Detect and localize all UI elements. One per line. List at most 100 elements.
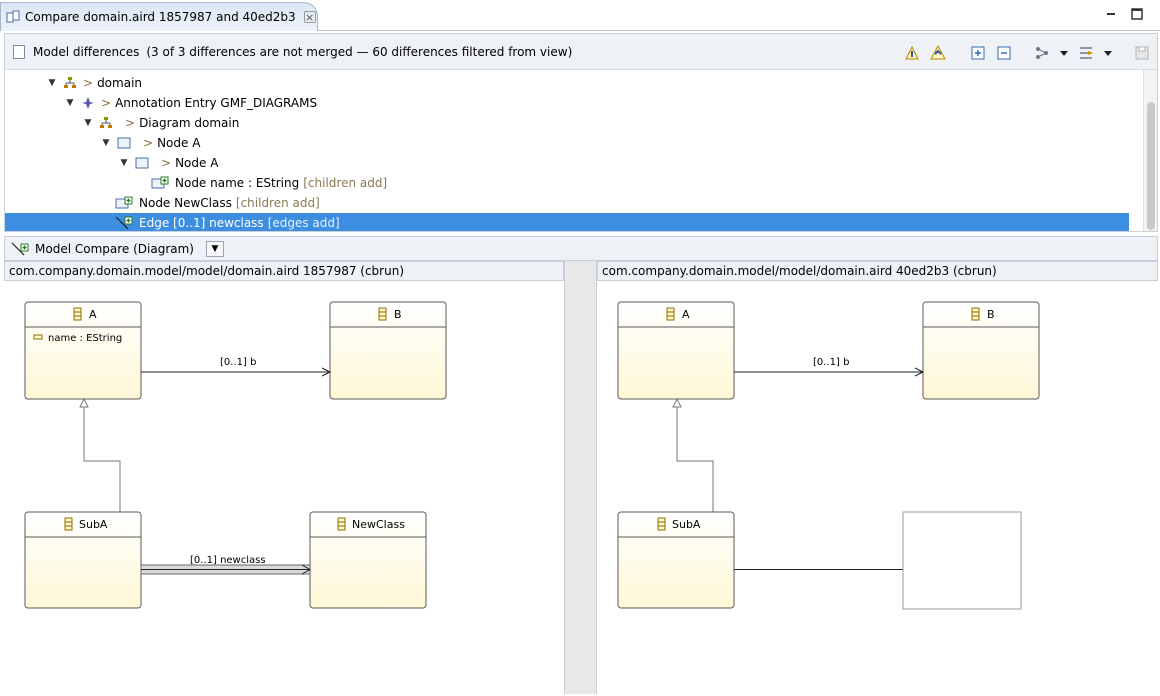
class-icon bbox=[378, 307, 387, 321]
differences-tree[interactable]: ▼ > domain ▼ > Annotation Entry GMF_DIAG… bbox=[4, 69, 1158, 232]
change-marker: > bbox=[101, 96, 112, 110]
class-box-a[interactable]: A name : EString bbox=[24, 301, 142, 400]
editor-tab[interactable]: Compare domain.aird 1857987 and 40ed2b3 … bbox=[0, 2, 318, 31]
class-box-suba[interactable]: SubA bbox=[617, 511, 735, 609]
group-icon[interactable] bbox=[1033, 44, 1051, 62]
diagram-compare-icon bbox=[11, 241, 29, 257]
filter-icon[interactable] bbox=[1077, 44, 1095, 62]
class-box-b[interactable]: B bbox=[329, 301, 447, 400]
diff-kind-label: [edges add] bbox=[267, 216, 340, 230]
class-name-suba: SubA bbox=[79, 518, 108, 531]
class-box-b[interactable]: B bbox=[922, 301, 1040, 400]
tree-scrollbar[interactable] bbox=[1143, 70, 1157, 231]
class-name-b: B bbox=[394, 308, 402, 321]
save-icon[interactable] bbox=[1133, 44, 1151, 62]
tree-row-node-newclass[interactable]: Node NewClass [children add] bbox=[5, 193, 1129, 213]
edge-label-b: [0..1] b bbox=[220, 357, 256, 368]
class-name-newclass: NewClass bbox=[352, 518, 405, 531]
expand-arrow-icon[interactable]: ▼ bbox=[84, 118, 92, 128]
missing-class-placeholder bbox=[902, 511, 1022, 610]
class-name-a: A bbox=[89, 308, 97, 321]
tree-row-domain[interactable]: ▼ > domain bbox=[5, 73, 1129, 93]
attribute-icon bbox=[33, 334, 43, 340]
tree-row-diagram[interactable]: ▼ > Diagram domain bbox=[5, 113, 1129, 133]
tree-row-label: Node A bbox=[175, 156, 219, 170]
model-differences-summary: (3 of 3 differences are not merged — 60 … bbox=[146, 44, 573, 59]
maximize-icon[interactable] bbox=[1130, 7, 1144, 21]
class-icon bbox=[337, 517, 346, 531]
class-name-a: A bbox=[682, 308, 690, 321]
viewer-dropdown-button[interactable]: ▼ bbox=[205, 240, 224, 257]
tree-row-label: Annotation Entry GMF_DIAGRAMS bbox=[115, 96, 318, 110]
minimize-icon[interactable] bbox=[1104, 7, 1118, 21]
class-name-suba: SubA bbox=[672, 518, 701, 531]
class-name-b: B bbox=[987, 308, 995, 321]
change-marker: > bbox=[83, 76, 94, 90]
annotation-icon bbox=[81, 96, 95, 110]
class-icon bbox=[971, 307, 980, 321]
change-marker: > bbox=[161, 156, 172, 170]
left-diagram-svg: A name : EString B [0..1] b SubA bbox=[24, 301, 447, 609]
expand-arrow-icon[interactable]: ▼ bbox=[66, 98, 74, 108]
tree-row-label: Node name : EString bbox=[175, 176, 300, 190]
inheritance-edge[interactable] bbox=[79, 397, 121, 512]
left-diagram-canvas[interactable]: A name : EString B [0..1] b SubA bbox=[4, 281, 564, 694]
resource-tree-icon bbox=[63, 76, 77, 90]
merge-all-icon[interactable] bbox=[929, 44, 947, 62]
tree-row-annotation[interactable]: ▼ > Annotation Entry GMF_DIAGRAMS bbox=[5, 93, 1129, 113]
center-gutter bbox=[564, 261, 597, 694]
model-differences-label: Model differences bbox=[33, 44, 140, 59]
expand-all-icon[interactable] bbox=[969, 44, 987, 62]
close-icon[interactable]: × bbox=[303, 11, 316, 24]
edge-suba-to-newclass[interactable]: [0..1] newclass bbox=[140, 555, 312, 575]
right-pane-header: com.company.domain.model/model/domain.ai… bbox=[597, 261, 1158, 281]
diagram-compare-bar: Model Compare (Diagram) ▼ bbox=[4, 236, 1158, 261]
class-icon bbox=[657, 517, 666, 531]
editor-tab-bar: Compare domain.aird 1857987 and 40ed2b3 … bbox=[0, 0, 1160, 31]
tree-row-label: domain bbox=[97, 76, 143, 90]
node-icon bbox=[117, 136, 131, 150]
attribute-name: name : EString bbox=[48, 333, 122, 344]
change-marker: > bbox=[125, 116, 136, 130]
expand-arrow-icon[interactable]: ▼ bbox=[48, 78, 56, 88]
tree-row-node-a[interactable]: ▼ > Node A bbox=[5, 133, 1129, 153]
class-box-suba[interactable]: SubA bbox=[24, 511, 142, 609]
class-box-a[interactable]: A bbox=[617, 301, 735, 400]
right-diagram-svg: A B [0..1] b SubA bbox=[617, 301, 1040, 610]
inheritance-edge[interactable] bbox=[672, 397, 714, 512]
tree-row-node-name[interactable]: Node name : EString [children add] bbox=[5, 173, 1129, 193]
diff-kind-label: [children add] bbox=[235, 196, 320, 210]
edge-label-newclass: [0..1] newclass bbox=[190, 555, 266, 566]
merge-to-left-icon[interactable] bbox=[903, 44, 921, 62]
tree-row-label: Edge [0..1] newclass bbox=[139, 216, 264, 230]
model-differences-header: Model differences (3 of 3 differences ar… bbox=[4, 33, 1158, 69]
edge-add-icon bbox=[115, 216, 133, 230]
node-add-icon bbox=[151, 176, 169, 190]
group-dropdown-icon[interactable] bbox=[1055, 44, 1073, 62]
expand-arrow-icon[interactable]: ▼ bbox=[102, 138, 110, 148]
class-icon bbox=[666, 307, 675, 321]
collapse-all-icon[interactable] bbox=[995, 44, 1013, 62]
tree-row-node-a-child[interactable]: ▼ > Node A bbox=[5, 153, 1129, 173]
class-box-newclass[interactable]: NewClass bbox=[309, 511, 427, 609]
diagram-icon bbox=[99, 116, 113, 130]
node-icon bbox=[135, 156, 149, 170]
tree-row-edge-newclass[interactable]: Edge [0..1] newclass [edges add] bbox=[5, 213, 1129, 231]
scrollbar-thumb[interactable] bbox=[1147, 102, 1155, 230]
document-icon bbox=[13, 44, 25, 59]
node-add-icon bbox=[115, 196, 133, 210]
expand-arrow-icon[interactable]: ▼ bbox=[120, 158, 128, 168]
tree-row-label: Diagram domain bbox=[139, 116, 240, 130]
class-icon bbox=[73, 307, 82, 321]
diff-kind-label: [children add] bbox=[303, 176, 388, 190]
edge-a-to-b[interactable]: [0..1] b bbox=[141, 357, 332, 377]
filter-dropdown-icon[interactable] bbox=[1099, 44, 1117, 62]
edge-a-to-b[interactable]: [0..1] b bbox=[734, 357, 925, 377]
compare-editor-icon bbox=[6, 10, 20, 24]
change-marker: > bbox=[143, 136, 154, 150]
diagram-compare-label: Model Compare (Diagram) bbox=[35, 241, 194, 256]
edge-label-b: [0..1] b bbox=[813, 357, 849, 368]
right-diagram-canvas[interactable]: A B [0..1] b SubA bbox=[597, 281, 1158, 694]
left-pane-header: com.company.domain.model/model/domain.ai… bbox=[4, 261, 564, 281]
tab-title: Compare domain.aird 1857987 and 40ed2b3 bbox=[25, 10, 296, 24]
